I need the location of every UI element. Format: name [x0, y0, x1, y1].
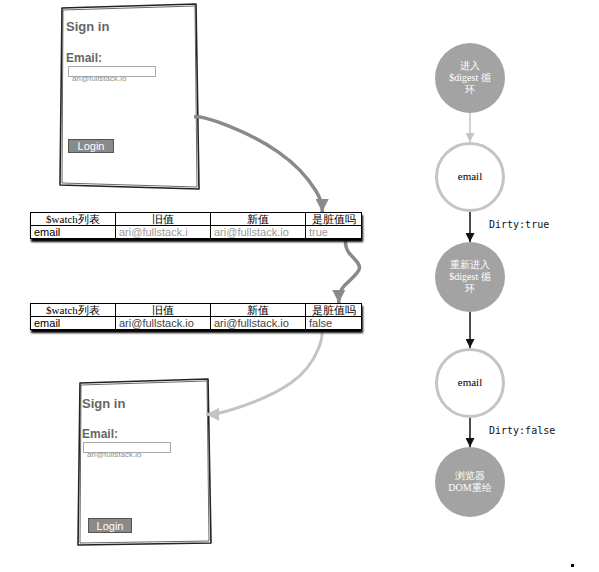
paper-outline — [78, 379, 211, 545]
flow-arrow — [469, 113, 471, 142]
circle-label: 进入 $digest 循环 — [445, 60, 495, 96]
digest-step-circle: 进入 $digest 循环 — [435, 43, 505, 113]
login-button: Login — [88, 518, 132, 533]
paper-outline-sketch — [62, 6, 197, 187]
circle-label: email — [445, 170, 495, 183]
circle-text-box: 进入 $digest 循环 — [445, 60, 495, 96]
digest-step-circle: 浏览器 DOM重绘 — [435, 447, 505, 517]
form-heading: Sign in — [66, 19, 109, 34]
login-button: Login — [68, 139, 114, 153]
form-heading: Sign in — [82, 396, 125, 411]
digest-step-circle: 重新进入 $digest 循环 — [435, 242, 505, 312]
edge-label: Dirty:true — [488, 219, 550, 230]
input-value: ari@fullstack.io — [72, 74, 126, 83]
table-cell: ari@fullstack.io — [116, 317, 211, 329]
table-cell: false — [306, 317, 361, 329]
email-input: ari@fullstack.io — [83, 442, 171, 453]
flow-arrow — [339, 239, 360, 303]
watch-table: $watch列表旧值新值是脏值吗 emailari@fullstack.iari@… — [30, 212, 362, 239]
flow-arrow — [469, 418, 471, 447]
flow-arrow — [194, 117, 322, 212]
paper-outline — [60, 4, 199, 189]
flow-arrow — [469, 212, 471, 242]
corner-mark — [571, 564, 574, 567]
table-header: 是脏值吗 — [306, 213, 361, 226]
watch-circle: email — [435, 142, 505, 212]
circle-label: 浏览器 DOM重绘 — [445, 470, 495, 494]
table-cell: ari@fullstack.io — [211, 226, 306, 238]
circle-text-box: email — [445, 376, 495, 389]
table-cell: true — [306, 226, 361, 238]
table-cell: ari@fullstack.io — [211, 317, 306, 329]
flow-arrow — [469, 312, 471, 348]
button-label: Login — [78, 140, 105, 152]
field-label: Email: — [82, 427, 118, 441]
circle-text-box: 重新进入 $digest 循环 — [445, 259, 495, 295]
watch-table: $watch列表旧值新值是脏值吗emailari@fullstack.ioari… — [30, 303, 362, 330]
edge-label: Dirty:false — [488, 425, 556, 436]
browser-mockup: Sign inEmail:ari@fullstack.ioLogin — [82, 387, 206, 539]
watch-circle: email — [435, 348, 505, 418]
table-header: 旧值 — [116, 213, 211, 226]
field-label: Email: — [66, 51, 102, 65]
table-header: 新值 — [211, 213, 306, 226]
circle-label: 重新进入 $digest 循环 — [445, 259, 495, 295]
paper-outline-sketch — [80, 381, 209, 543]
table-cell: email — [31, 226, 116, 238]
circle-label: email — [445, 376, 495, 389]
table-cell: ari@fullstack.i — [116, 226, 211, 238]
input-value: ari@fullstack.io — [87, 450, 141, 459]
table-header: 旧值 — [116, 304, 211, 317]
circle-text-box: email — [445, 170, 495, 183]
table-cell: email — [31, 317, 116, 329]
table-header: $watch列表 — [31, 213, 116, 226]
table-header: $watch列表 — [31, 304, 116, 317]
table-header: 是脏值吗 — [306, 304, 361, 317]
table-header: 新值 — [211, 304, 306, 317]
email-input: ari@fullstack.io — [68, 66, 156, 77]
circle-text-box: 浏览器 DOM重绘 — [445, 470, 495, 494]
button-label: Login — [97, 520, 124, 532]
browser-mockup: Sign inEmail:ari@fullstack.ioLogin — [64, 10, 194, 182]
flow-arrow — [206, 330, 322, 414]
